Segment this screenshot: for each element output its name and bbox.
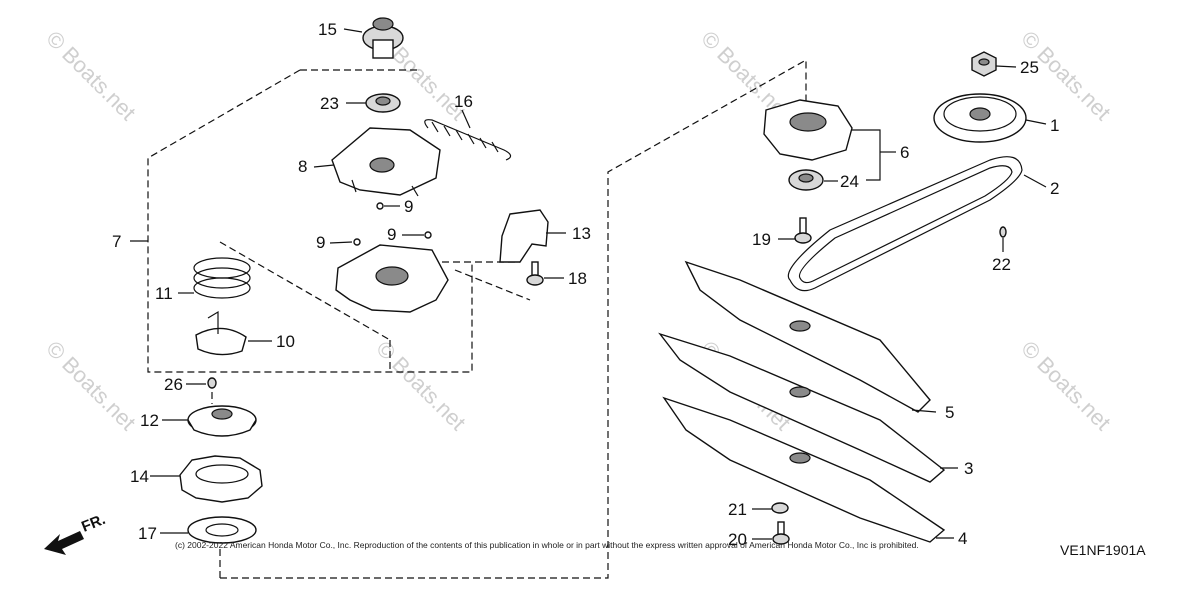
callout-6: 6: [900, 143, 909, 162]
front-arrow-icon: [44, 531, 84, 555]
part-9-ball: [376, 202, 384, 210]
watermark: © Boats.net: [41, 336, 140, 435]
front-label: FR.: [79, 511, 108, 536]
callout-2: 2: [1050, 179, 1059, 198]
part-24-bearing: [788, 169, 824, 191]
part-25-nut: [971, 51, 997, 77]
part-16-spring: [424, 119, 512, 161]
callout-19: 19: [752, 230, 771, 249]
part-26-washer: [207, 377, 217, 389]
callout-9: 9: [387, 225, 396, 244]
callout-25: 25: [1020, 58, 1039, 77]
copyright-notice: (c) 2002-2022 American Honda Motor Co., …: [175, 540, 919, 550]
callout-7: 7: [112, 232, 121, 251]
callout-9: 9: [404, 197, 413, 216]
callout-12: 12: [140, 411, 159, 430]
watermark: © Boats.net: [1016, 336, 1115, 435]
watermark: © Boats.net: [371, 336, 470, 435]
callout-3: 3: [964, 459, 973, 478]
callout-15: 15: [318, 20, 337, 39]
diagram-code: VE1NF1901A: [1060, 542, 1146, 558]
callout-23: 23: [320, 94, 339, 113]
part-4-blade: [662, 396, 946, 543]
callout-9: 9: [316, 233, 325, 252]
part-23-bearing: [365, 93, 401, 113]
part-17-lock-washer: [187, 516, 257, 544]
callout-21: 21: [728, 500, 747, 519]
callout-16: 16: [454, 92, 473, 111]
part-5-blade: [684, 260, 931, 413]
callout-26: 26: [164, 375, 183, 394]
part-8-plate: [331, 127, 441, 197]
callout-17: 17: [138, 524, 157, 543]
callout-10: 10: [276, 332, 295, 351]
front-direction-marker: FR.: [44, 511, 108, 555]
callout-13: 13: [572, 224, 591, 243]
callout-11: 11: [155, 284, 173, 303]
callout-24: 24: [840, 172, 859, 191]
callout-1: 1: [1050, 116, 1059, 135]
part-12-cover: [187, 405, 257, 437]
part-18-bolt: [526, 261, 544, 286]
leader-lines: [130, 28, 1047, 540]
part-11-coil: [193, 257, 251, 299]
part-19-bolt: [794, 217, 812, 244]
part-3-blade: [658, 332, 946, 483]
callout-22: 22: [992, 255, 1011, 274]
callout-8: 8: [298, 157, 307, 176]
callout-14: 14: [130, 467, 149, 486]
part-9-ball: [424, 231, 432, 239]
part-13-bracket: [499, 209, 549, 263]
part-21-nut: [771, 502, 789, 514]
callout-4: 4: [958, 529, 967, 548]
watermark: © Boats.net: [41, 26, 140, 125]
part-22-key: [999, 226, 1007, 238]
part-1-pulley: [933, 93, 1027, 143]
part-10-clip: [195, 310, 247, 356]
part-9-ball: [353, 238, 361, 246]
part-20-bolt: [772, 521, 790, 545]
part-14-gear-ring: [179, 455, 263, 503]
assembly-frame-lines: [147, 58, 807, 579]
callout-18: 18: [568, 269, 587, 288]
part-7-lower-plate: [335, 244, 449, 313]
callout-20: 20: [728, 530, 747, 549]
part-6-pulley-housing: [763, 99, 853, 161]
callout-5: 5: [945, 403, 954, 422]
callout-labels: 15 23 16 8 9 9 9 13 18 7 11 10 26 12 14 …: [112, 20, 1059, 549]
part-15-nut: [362, 17, 404, 59]
part-2-belt: [787, 156, 1023, 292]
